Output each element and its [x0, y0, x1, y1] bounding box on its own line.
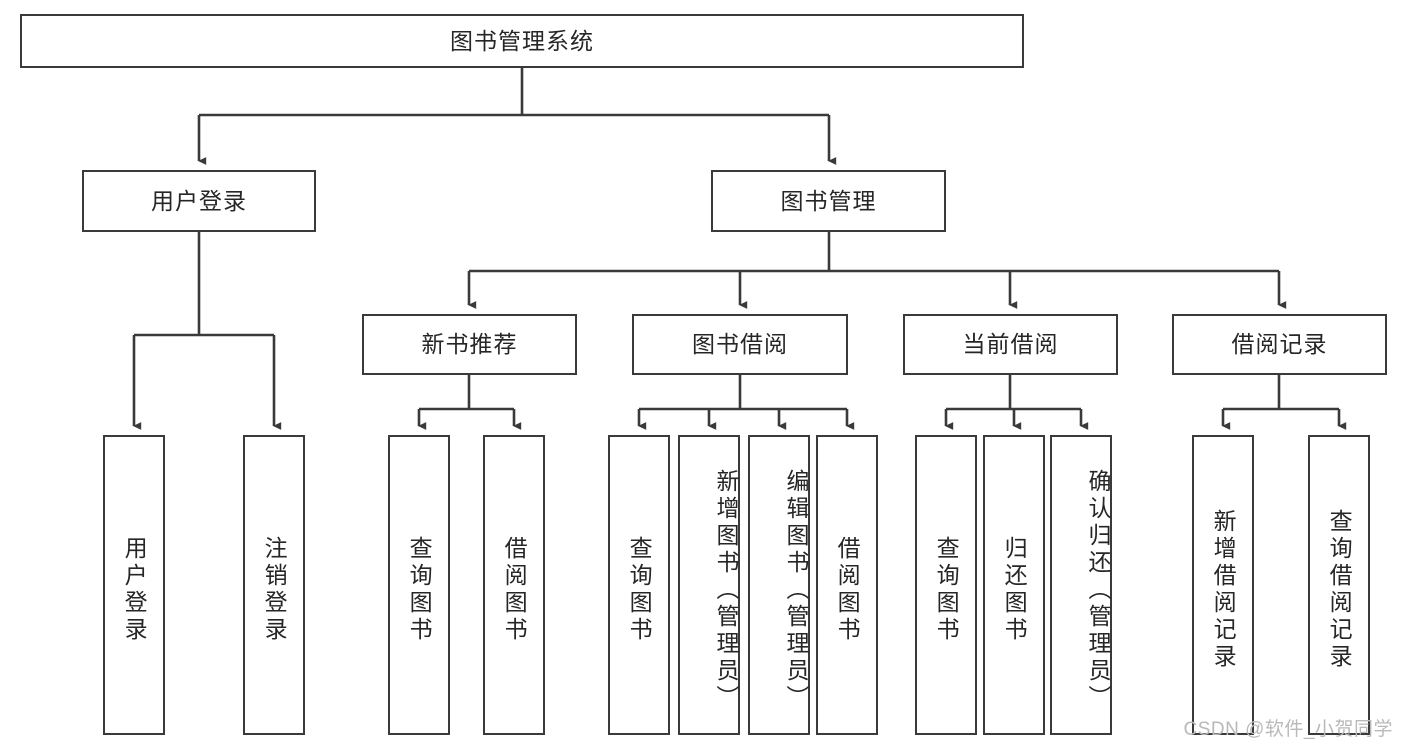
csdn-watermark: CSDN @软件_小贺同学: [1183, 719, 1393, 740]
node-leaf-borrow-book-1-label: 借阅图书: [501, 536, 528, 644]
node-new-book-recommend-label: 新书推荐: [421, 331, 518, 358]
node-book-borrow[interactable]: 图书借阅: [632, 314, 848, 375]
node-leaf-borrow-book-2-label: 借阅图书: [834, 536, 861, 644]
node-leaf-add-book-label: 新增图书（管理员）: [713, 468, 739, 712]
node-leaf-query-book-1-label: 查询图书: [406, 536, 433, 644]
node-leaf-query-book-1[interactable]: 查询图书: [388, 435, 450, 735]
node-borrow-record-label: 借阅记录: [1231, 331, 1328, 358]
node-book-management-label: 图书管理: [780, 187, 877, 214]
node-book-management[interactable]: 图书管理: [711, 170, 946, 232]
node-leaf-confirm-return[interactable]: 确认归还（管理员）: [1050, 435, 1112, 735]
node-user-login[interactable]: 用户登录: [82, 170, 316, 232]
node-root[interactable]: 图书管理系统: [20, 14, 1024, 68]
node-leaf-edit-book-label: 编辑图书（管理员）: [783, 468, 809, 712]
node-new-book-recommend[interactable]: 新书推荐: [362, 314, 577, 375]
node-leaf-query-book-3[interactable]: 查询图书: [915, 435, 977, 735]
node-root-label: 图书管理系统: [450, 27, 594, 54]
node-leaf-add-record[interactable]: 新增借阅记录: [1192, 435, 1254, 735]
node-current-borrow[interactable]: 当前借阅: [903, 314, 1118, 375]
node-borrow-record[interactable]: 借阅记录: [1172, 314, 1387, 375]
node-leaf-query-record[interactable]: 查询借阅记录: [1308, 435, 1370, 735]
node-current-borrow-label: 当前借阅: [962, 331, 1059, 358]
node-leaf-logout-label: 注销登录: [261, 536, 288, 644]
node-leaf-add-record-label: 新增借阅记录: [1210, 509, 1237, 671]
node-leaf-query-record-label: 查询借阅记录: [1326, 509, 1353, 671]
node-leaf-query-book-2-label: 查询图书: [626, 536, 653, 644]
node-leaf-borrow-book-1[interactable]: 借阅图书: [483, 435, 545, 735]
node-leaf-user-login[interactable]: 用户登录: [103, 435, 165, 735]
node-leaf-query-book-2[interactable]: 查询图书: [608, 435, 670, 735]
node-leaf-logout[interactable]: 注销登录: [243, 435, 305, 735]
node-leaf-add-book[interactable]: 新增图书（管理员）: [678, 435, 740, 735]
node-user-login-label: 用户登录: [151, 187, 247, 214]
node-leaf-confirm-return-label: 确认归还（管理员）: [1085, 468, 1111, 712]
node-leaf-borrow-book-2[interactable]: 借阅图书: [816, 435, 878, 735]
node-leaf-return-book[interactable]: 归还图书: [983, 435, 1045, 735]
node-book-borrow-label: 图书借阅: [692, 331, 788, 358]
node-leaf-edit-book[interactable]: 编辑图书（管理员）: [748, 435, 810, 735]
node-leaf-query-book-3-label: 查询图书: [933, 536, 960, 644]
node-leaf-return-book-label: 归还图书: [1001, 536, 1028, 644]
node-leaf-user-login-label: 用户登录: [121, 536, 148, 644]
